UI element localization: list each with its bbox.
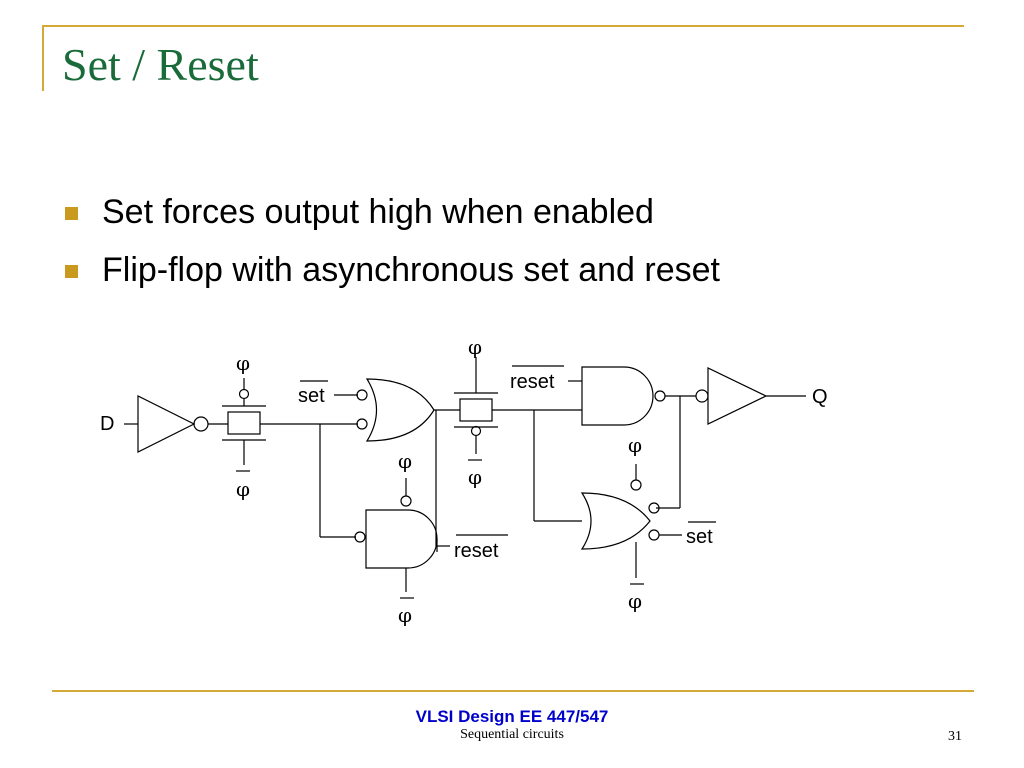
flip-flop-schematic: D φ φ set reset φ φ: [100, 335, 828, 627]
footer-rule: [52, 690, 974, 692]
output-inverter: [695, 367, 768, 425]
bullet-item: Set forces output high when enabled: [62, 190, 720, 248]
master-feedback-nand-gate: [365, 509, 438, 569]
slave-nand-gate: [581, 366, 654, 426]
tg2-phi-bar-label: φ: [468, 465, 482, 489]
nand1-reset-label: reset: [454, 540, 499, 562]
transmission-gate-2: [454, 357, 498, 454]
input-inverter: [137, 395, 209, 453]
bullet-text: Set forces output high when enabled: [102, 193, 654, 231]
input-d-label: D: [100, 413, 114, 435]
output-q-label: Q: [812, 386, 828, 408]
bullet-item: Flip-flop with asynchronous set and rese…: [62, 248, 720, 306]
bullet-square-icon: [65, 265, 78, 278]
nor2-phi-bar-label: φ: [628, 589, 642, 613]
tg2-phi-label: φ: [468, 335, 482, 359]
top-rule: [42, 25, 964, 27]
slave-nand-reset-label: reset: [510, 371, 555, 393]
nor1-set-label: set: [298, 385, 325, 407]
left-rule: [42, 25, 44, 91]
nor2-set-label: set: [686, 526, 713, 548]
transmission-gate-1: [222, 378, 266, 465]
bullet-square-icon: [65, 207, 78, 220]
bullet-list: Set forces output high when enabled Flip…: [62, 190, 720, 306]
page-number: 31: [948, 729, 962, 744]
slide-title: Set / Reset: [62, 39, 259, 90]
footer-topic: Sequential circuits: [460, 727, 564, 742]
slave-feedback-nor-gate: [580, 492, 651, 550]
tg1-phi-bar-label: φ: [236, 477, 250, 501]
master-nor-gate: [365, 378, 435, 442]
bullet-text: Flip-flop with asynchronous set and rese…: [102, 251, 720, 289]
nor2-phi-label: φ: [628, 433, 642, 457]
footer-course-title: VLSI Design EE 447/547: [415, 707, 609, 726]
nand1-phi-bar-label: φ: [398, 603, 412, 627]
tg1-phi-label: φ: [236, 351, 250, 375]
nand1-phi-label: φ: [398, 449, 412, 473]
